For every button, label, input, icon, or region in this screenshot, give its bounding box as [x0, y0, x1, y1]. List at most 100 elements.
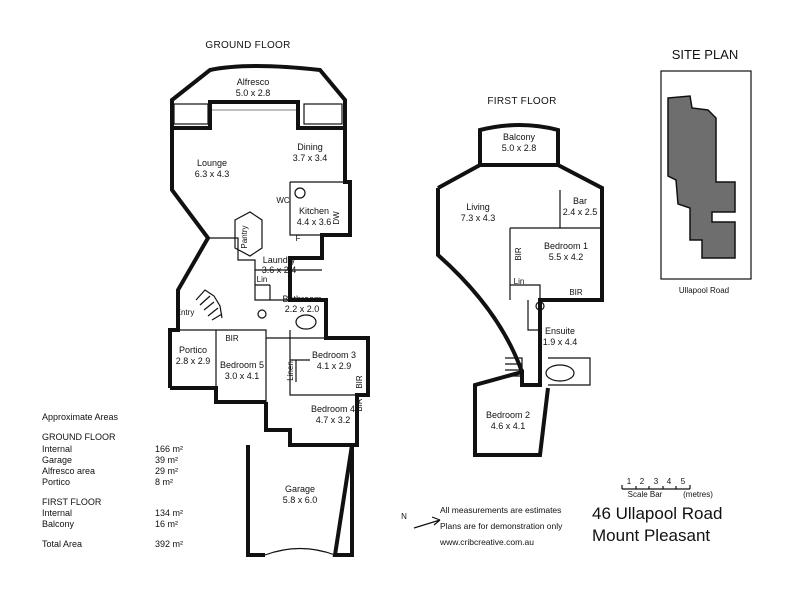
site-street-label: Ullapool Road [679, 286, 729, 295]
room-bedroom3-name: Bedroom 3 [312, 350, 356, 360]
site-plan: SITE PLAN Ullapool Road [660, 47, 752, 295]
area-garage-value: 39 m² [155, 455, 178, 465]
ground-toilet-icon [257, 309, 267, 319]
room-dining-name: Dining [297, 142, 323, 152]
label-bir-bed3: BIR [355, 375, 364, 389]
room-laundry-dims: 3.6 x 2.4 [262, 265, 297, 275]
room-portico-dims: 2.8 x 2.9 [176, 356, 211, 366]
ground-bath-tub-icon [295, 314, 317, 330]
room-living-dims: 7.3 x 4.3 [461, 213, 496, 223]
areas-first-heading: FIRST FLOOR [42, 497, 102, 507]
area-ground-internal-label: Internal [42, 444, 72, 454]
room-bathroom-name: Bathroom [282, 294, 321, 304]
wc-toilet-icon [294, 187, 306, 199]
label-pantry: Pantry [240, 225, 249, 248]
scale-bar: 1 2 3 4 5 Scale Bar (metres) [621, 477, 713, 499]
label-bir-ensuite: BIR [569, 288, 583, 297]
label-fridge: F [296, 234, 301, 243]
scale-bar-unit: (metres) [683, 490, 713, 499]
room-bar-dims: 2.4 x 2.5 [563, 207, 598, 217]
label-lin: Lin [257, 275, 268, 284]
scale-bar-label: Scale Bar [628, 490, 663, 499]
room-kitchen-dims: 4.4 x 3.6 [297, 217, 332, 227]
address-block: 46 Ullapool Road Mount Pleasant [592, 504, 722, 545]
site-building-footprint [667, 95, 736, 259]
garage-outline [246, 444, 354, 557]
room-bedroom5-dims: 3.0 x 4.1 [225, 371, 260, 381]
area-total-label: Total Area [42, 539, 82, 549]
site-plan-title: SITE PLAN [672, 47, 738, 62]
room-bedroom4-dims: 4.7 x 3.2 [316, 415, 351, 425]
room-lounge-name: Lounge [197, 158, 227, 168]
label-bir-bed1: BIR [514, 247, 523, 261]
room-balcony-dims: 5.0 x 2.8 [502, 143, 537, 153]
room-living-name: Living [466, 202, 490, 212]
label-dishwasher: DW [332, 211, 341, 225]
balcony-outline [478, 123, 560, 167]
room-bedroom2-name: Bedroom 2 [486, 410, 530, 420]
areas-table: Approximate Areas GROUND FLOOR Internal … [42, 412, 183, 549]
room-bedroom1-name: Bedroom 1 [544, 241, 588, 251]
room-garage-name: Garage [285, 484, 315, 494]
room-bar-name: Bar [573, 196, 587, 206]
area-alfresco-label: Alfresco area [42, 466, 95, 476]
area-garage-label: Garage [42, 455, 72, 465]
label-linen: Linen [286, 361, 295, 381]
room-garage-dims: 5.8 x 6.0 [283, 495, 318, 505]
address-street: 46 Ullapool Road [592, 504, 722, 523]
first-floor-plan: FIRST FLOOR Balcony 5.0 x 2.8 Living 7.3… [436, 96, 604, 457]
note-estimates: All measurements are estimates [440, 505, 561, 515]
room-ensuite-name: Ensuite [545, 326, 575, 336]
room-bathroom-dims: 2.2 x 2.0 [285, 304, 320, 314]
room-dining-dims: 3.7 x 3.4 [293, 153, 328, 163]
deck-right [303, 103, 343, 125]
room-kitchen-name: Kitchen [299, 206, 329, 216]
north-label: N [401, 512, 407, 521]
label-wc: WC [276, 196, 290, 205]
label-bir-bed4: BIR [355, 398, 364, 412]
area-balcony-value: 16 m² [155, 519, 178, 529]
room-lounge-dims: 6.3 x 4.3 [195, 169, 230, 179]
note-demonstration: Plans are for demonstration only [440, 521, 563, 531]
room-portico-name: Portico [179, 345, 207, 355]
area-balcony-label: Balcony [42, 519, 75, 529]
room-bedroom5-name: Bedroom 5 [220, 360, 264, 370]
area-first-internal-label: Internal [42, 508, 72, 518]
north-arrow-icon: N [401, 512, 441, 529]
label-entry: Entry [176, 308, 195, 317]
scale-label-2: 2 [640, 477, 645, 486]
area-portico-value: 8 m² [155, 477, 173, 487]
first-floor-outline [436, 163, 604, 457]
notes-block: N All measurements are estimates Plans a… [401, 505, 563, 547]
ground-floor-title: GROUND FLOOR [205, 40, 290, 51]
first-toilet-icon [535, 301, 545, 311]
garage-door-arc [264, 547, 336, 556]
areas-heading: Approximate Areas [42, 412, 119, 422]
first-floor-title: FIRST FLOOR [487, 96, 556, 107]
first-stairs [505, 357, 523, 385]
first-bath-tub-icon [545, 364, 575, 382]
scale-label-3: 3 [654, 477, 659, 486]
site-boundary [660, 70, 752, 280]
room-laundry-name: Laundry [263, 255, 296, 265]
ground-floor-interior-walls [170, 181, 368, 402]
label-bir-bed5: BIR [225, 334, 239, 343]
scale-label-5: 5 [681, 477, 686, 486]
address-suburb: Mount Pleasant [592, 526, 710, 545]
room-ensuite-dims: 1.9 x 4.4 [543, 337, 578, 347]
area-first-internal-value: 134 m² [155, 508, 183, 518]
scale-label-1: 1 [627, 477, 632, 486]
room-alfresco-name: Alfresco [237, 77, 270, 87]
area-alfresco-value: 29 m² [155, 466, 178, 476]
alfresco-outline [170, 64, 347, 130]
room-balcony-name: Balcony [503, 132, 536, 142]
label-lin-first: Lin [514, 277, 525, 286]
deck-left [173, 103, 209, 125]
area-ground-internal-value: 166 m² [155, 444, 183, 454]
room-bedroom3-dims: 4.1 x 2.9 [317, 361, 352, 371]
areas-ground-heading: GROUND FLOOR [42, 432, 116, 442]
room-bedroom2-dims: 4.6 x 4.1 [491, 421, 526, 431]
ground-floor-plan: GROUND FLOOR Alfresco 5.0 x 2.8 Dining 3… [168, 40, 370, 557]
area-total-value: 392 m² [155, 539, 183, 549]
